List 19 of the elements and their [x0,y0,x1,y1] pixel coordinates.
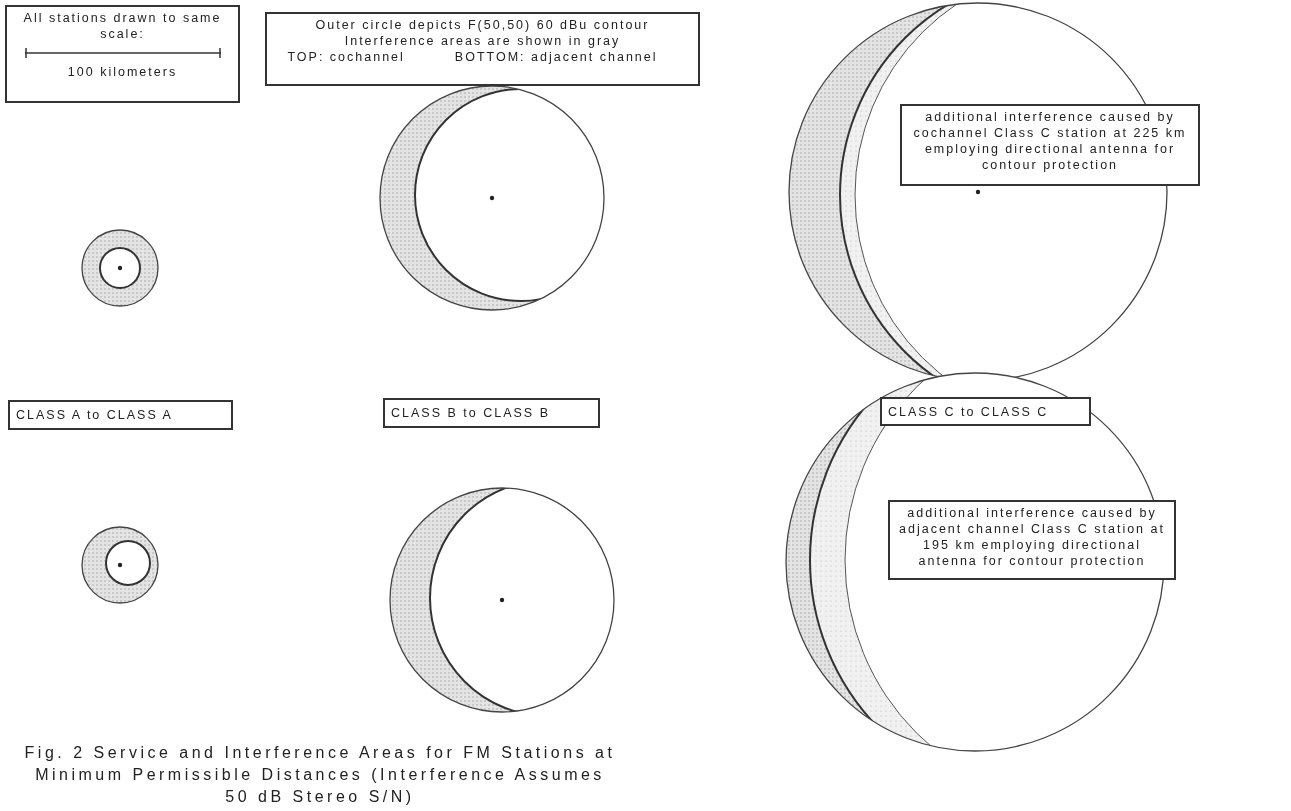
note-box [880,397,1091,426]
note-box [265,12,700,86]
note-text: CLASS A to CLASS A [16,407,174,423]
note-box [888,500,1176,580]
note-text: BOTTOM: adjacent channel [454,49,658,65]
note-text: 100 kilometers [66,64,179,80]
note-text: additional interference caused by adjacent channel Class C station at 195 km employing directional antenna for contour protection [898,505,1166,569]
note-text: CLASS B to CLASS B [391,405,551,421]
note-text: All stations drawn to same scale: [22,10,223,42]
note-text: Outer circle depicts F(50,50) 60 dBu contour [314,17,651,33]
note-box [8,400,233,430]
note-text: additional interference caused by cochannel Class C station at 225 km employing directional antenna for contour protection [912,109,1188,173]
note-text: Interference areas are shown in gray [343,33,622,49]
note-box [900,104,1200,186]
figure-caption: Fig. 2 Service and Interference Areas for FM Stations at Minimum Permissible Distances (Interference Assumes 50 dB Stereo S/N) [23,743,617,807]
note-text: TOP: cochannel [287,49,405,65]
note-text: CLASS C to CLASS C [888,404,1050,420]
note-box [5,5,240,103]
note-box [383,398,600,428]
